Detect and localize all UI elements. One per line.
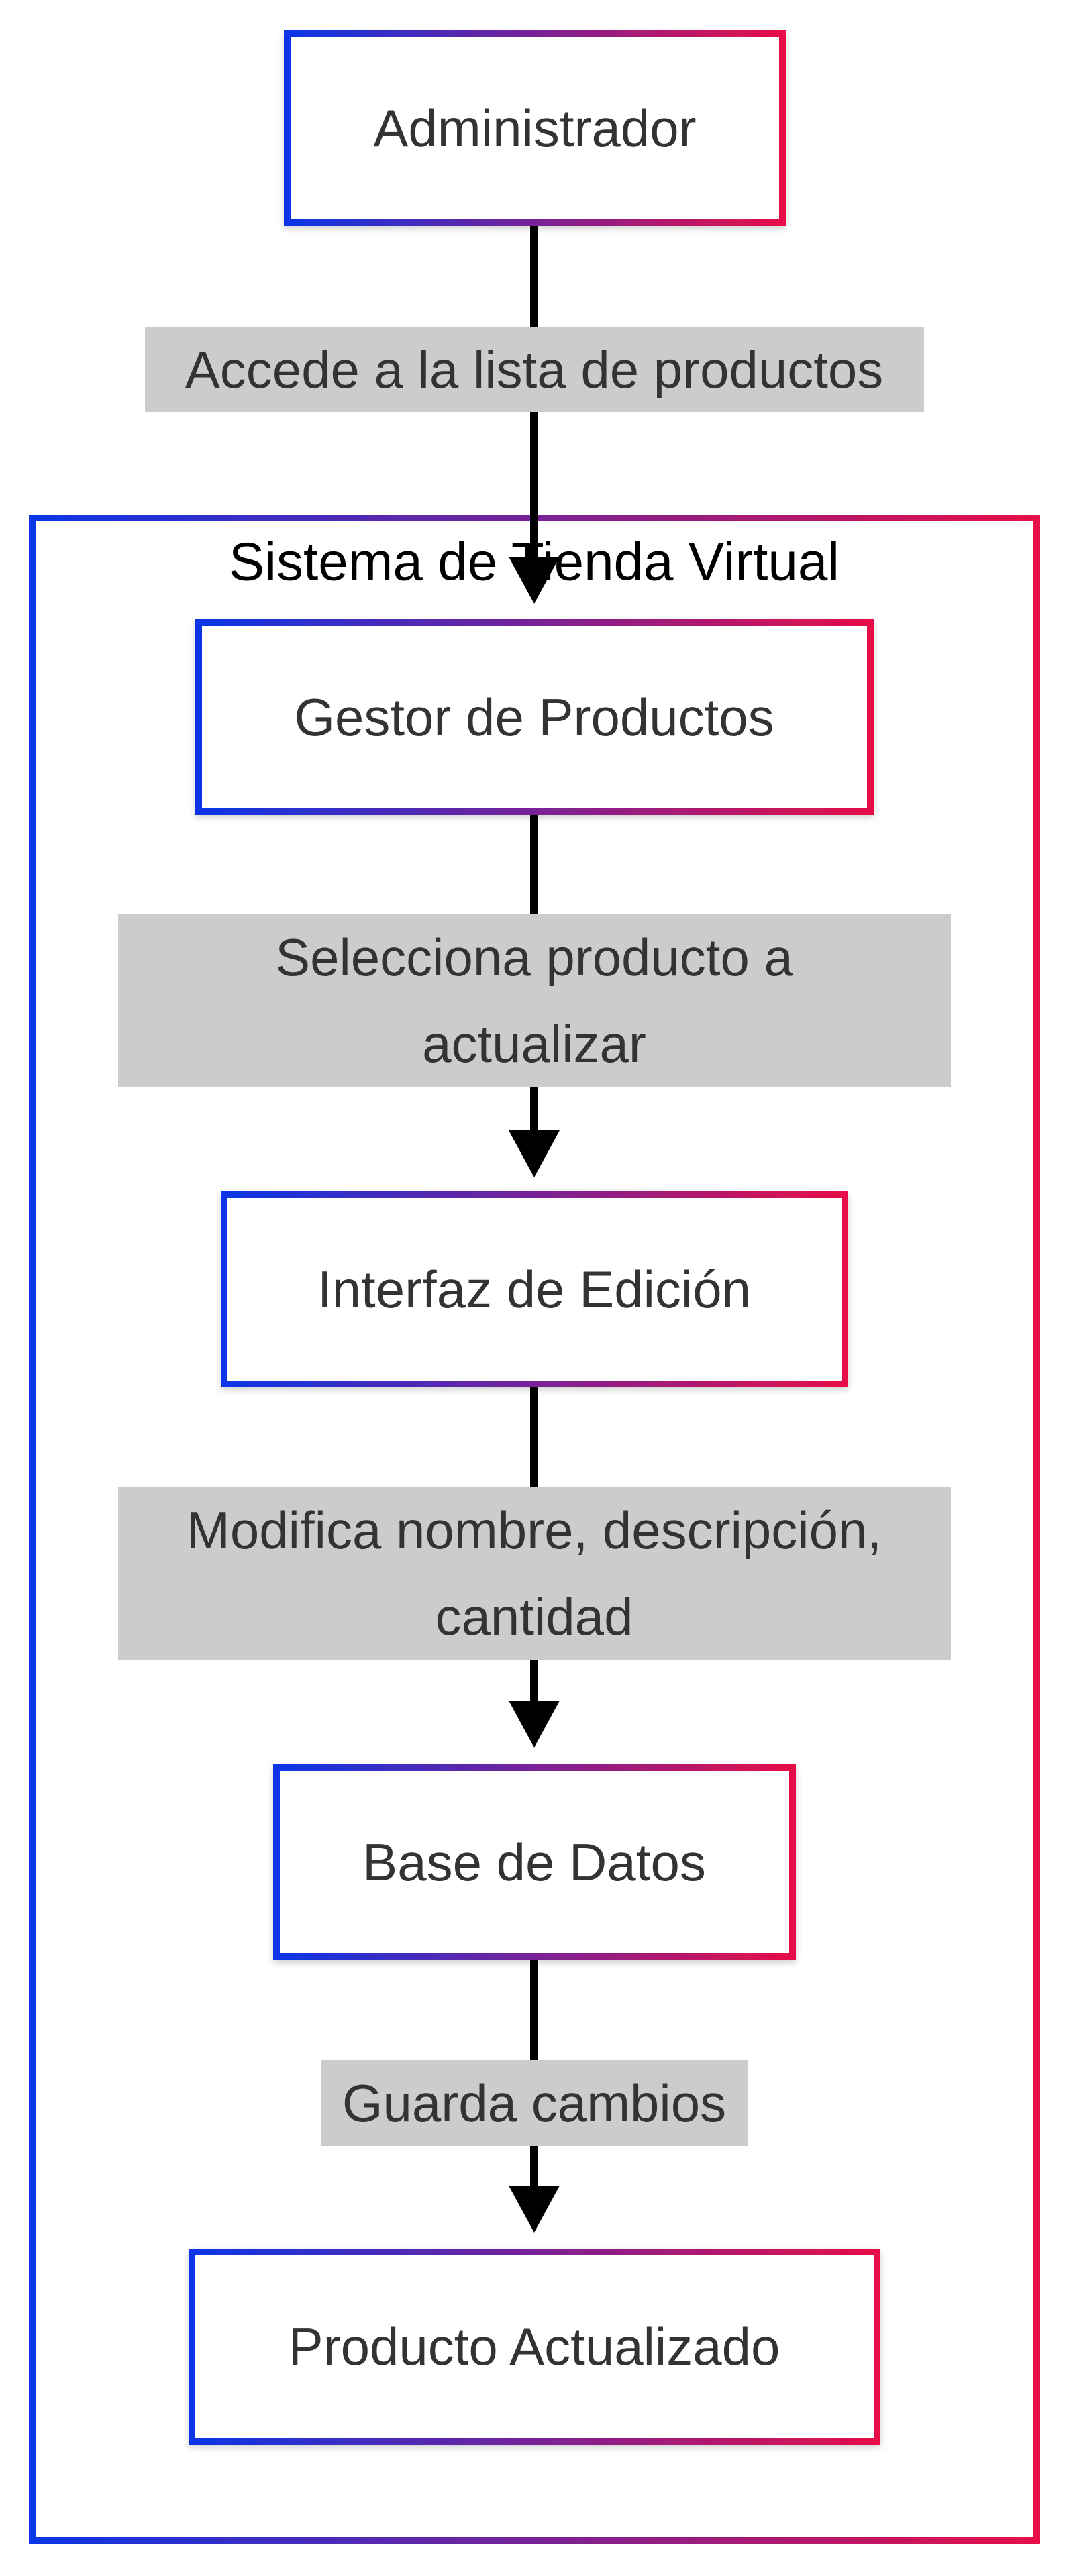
edge-label-bg xyxy=(118,1487,951,1660)
arrowhead-gestor-interfaz xyxy=(509,1130,560,1177)
node-box xyxy=(273,1764,796,1960)
arrowhead-interfaz-base xyxy=(509,1701,560,1748)
cluster-label: Sistema de Tienda Virtual xyxy=(229,532,839,592)
arrowhead-admin-gestor xyxy=(509,557,560,604)
edge-label-bg xyxy=(118,914,951,1087)
edge-label-bg xyxy=(145,327,924,412)
node-base-de-datos: Base de Datos xyxy=(273,1764,796,1960)
node-box xyxy=(195,619,874,815)
edge-label-bg xyxy=(321,2060,748,2146)
edge-label-text: Guarda cambios xyxy=(342,2074,726,2133)
node-gestor-de-productos: Gestor de Productos xyxy=(195,619,874,815)
node-box xyxy=(284,30,786,226)
edge-label-selecciona: Selecciona producto a actualizar xyxy=(118,914,951,1087)
arrowhead-base-producto xyxy=(509,2186,560,2233)
node-label: Administrador xyxy=(373,99,696,158)
node-label: Producto Actualizado xyxy=(289,2317,780,2376)
node-box xyxy=(189,2249,880,2445)
node-administrador: Administrador xyxy=(284,30,786,226)
node-label: Interfaz de Edición xyxy=(317,1260,751,1319)
edge-label-text: actualizar xyxy=(422,1014,646,1073)
node-label: Gestor de Productos xyxy=(294,688,774,747)
edge-label-text: Selecciona producto a xyxy=(275,928,793,987)
edge-label-modifica: Modifica nombre, descripción, cantidad xyxy=(118,1487,951,1660)
node-label: Base de Datos xyxy=(362,1833,706,1892)
edge-label-text: Modifica nombre, descripción, xyxy=(187,1501,882,1560)
node-producto-actualizado: Producto Actualizado xyxy=(189,2249,880,2445)
node-interfaz-de-edicion: Interfaz de Edición xyxy=(221,1191,848,1387)
edge-label-guarda: Guarda cambios xyxy=(321,2060,748,2146)
edge-label-text: Accede a la lista de productos xyxy=(185,340,884,399)
edge-label-text: cantidad xyxy=(436,1587,633,1646)
edge-label-accede: Accede a la lista de productos xyxy=(145,327,924,412)
node-box xyxy=(221,1191,848,1387)
